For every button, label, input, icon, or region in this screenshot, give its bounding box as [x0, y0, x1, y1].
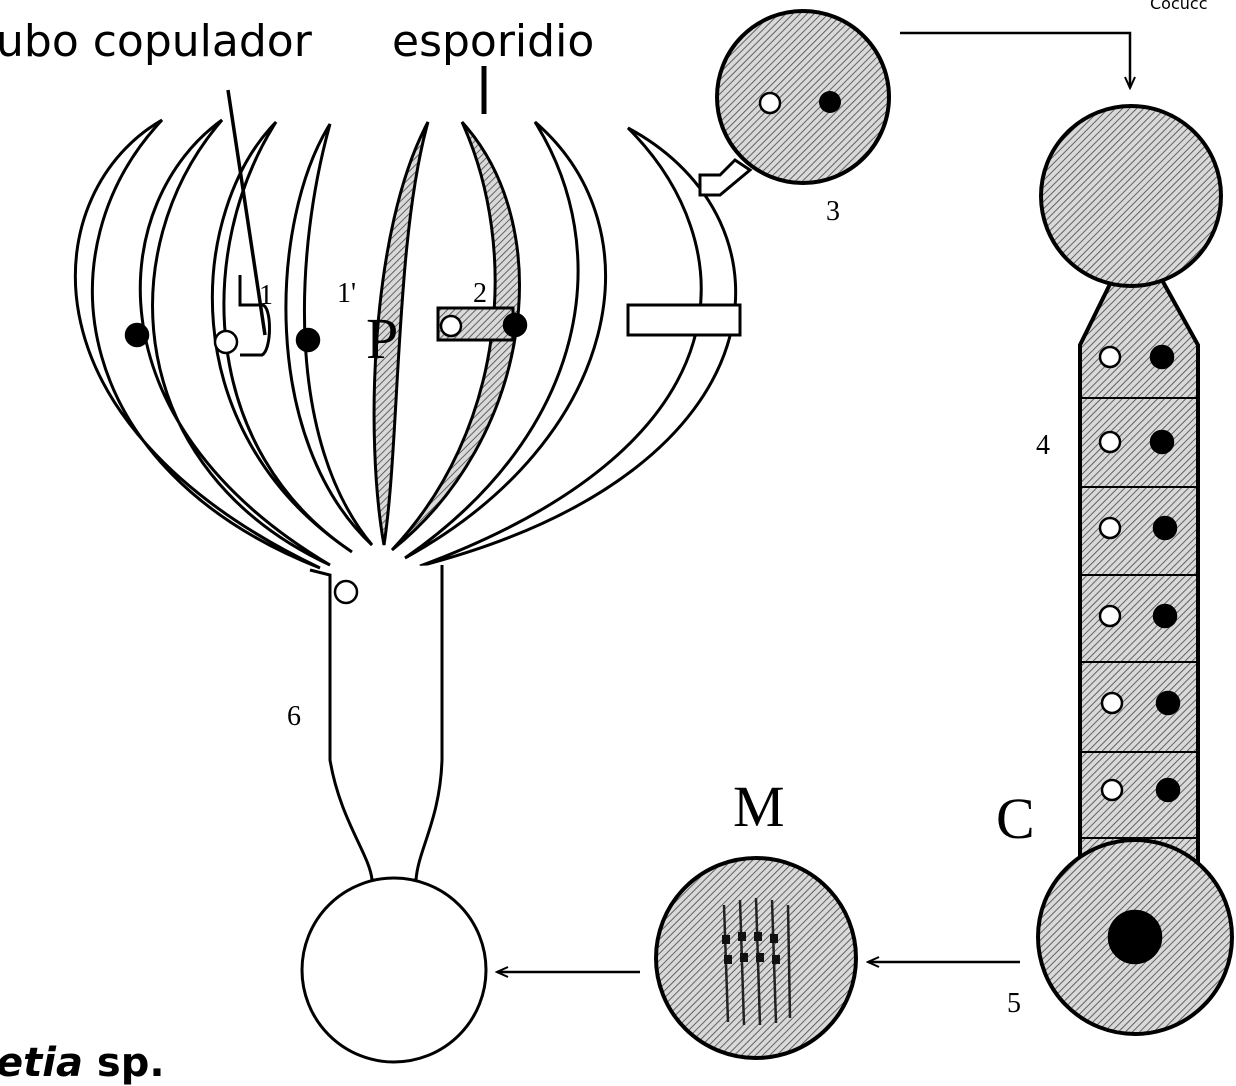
nucleus-dark: [1149, 429, 1175, 455]
nucleus-light: [213, 329, 239, 355]
stage-5-label: 5: [1007, 988, 1021, 1019]
nucleus-light: [758, 91, 782, 115]
sporidium-outline: [404, 120, 607, 560]
dikaryotic-hypha: [1036, 104, 1234, 1036]
stage-6-label: 6: [287, 701, 301, 732]
sporidium-3: [715, 9, 891, 185]
promycelium-stalk: [309, 565, 444, 882]
nucleus-light: [1100, 778, 1124, 802]
nucleus-dark: [1152, 515, 1178, 541]
stage-4-label: 4: [1036, 430, 1050, 461]
promycelium-sporidia-crown: [73, 118, 753, 1064]
species-name: etia sp.: [0, 1040, 165, 1086]
stage-M-label: M: [733, 774, 785, 839]
promycelium-nuclei: [124, 312, 528, 605]
sporidium-shaded: [372, 121, 430, 546]
tubo-copulador-label: ubo copulador: [0, 16, 312, 67]
tubo-copulador-pointer: [226, 89, 267, 336]
sporidium-outline: [73, 118, 321, 570]
conjugation-bridge-right: [626, 303, 742, 337]
nucleus-light: [439, 314, 463, 338]
stage-3-label: 3: [826, 196, 840, 227]
species-genus: etia: [0, 1040, 83, 1086]
nucleus-dark: [295, 327, 321, 353]
nucleus-light: [333, 579, 359, 605]
nucleus-light: [1098, 604, 1122, 628]
sporidium-outline: [138, 118, 331, 567]
teliospore-germinating: [300, 876, 488, 1064]
stage-C-label: C: [996, 786, 1035, 851]
stage-P-label: P: [366, 306, 399, 371]
nucleus-light: [1098, 430, 1122, 454]
sporidium-outline: [210, 120, 353, 554]
author-credit: Cocucc: [1150, 0, 1208, 13]
esporidio-label: esporidio: [392, 16, 595, 67]
sporidium-outline: [284, 123, 374, 547]
nucleus-dark: [502, 312, 528, 338]
sporidium-outline: [419, 126, 737, 568]
nucleus-dark: [124, 322, 150, 348]
dikaryotic-nuclei: [1098, 344, 1181, 965]
species-sp: sp.: [96, 1040, 165, 1086]
nucleus-dark: [1149, 344, 1175, 370]
meiosis-teliospore: [654, 856, 858, 1060]
sporidium-3-stalk: [698, 158, 753, 197]
nucleus-dark: [819, 91, 841, 113]
nucleus-dark: [1155, 690, 1181, 716]
stage-1b-label: 1': [337, 278, 357, 309]
nucleus-light: [1098, 345, 1122, 369]
arrow-3-to-4: [900, 31, 1130, 88]
nucleus-dark: [1152, 603, 1178, 629]
nucleus-light: [1100, 691, 1124, 715]
stage-1-label: 1: [259, 280, 273, 311]
nucleus-dark: [1155, 777, 1181, 803]
nucleus-light: [1098, 516, 1122, 540]
diploid-nucleus: [1107, 909, 1163, 965]
stage-2-label: 2: [473, 278, 487, 309]
